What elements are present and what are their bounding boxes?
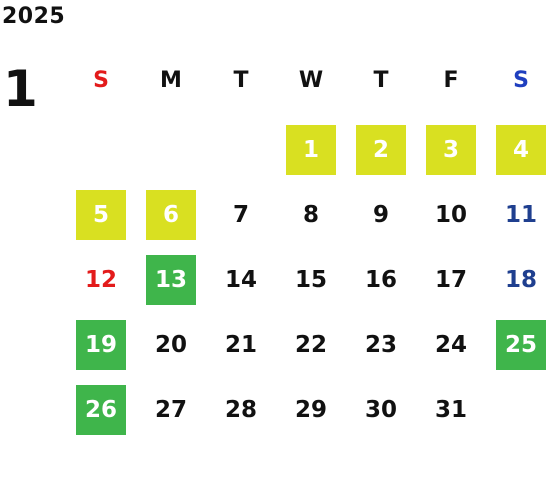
day-cell-28[interactable]: 28: [224, 397, 257, 423]
day-cell-5[interactable]: 5: [76, 190, 126, 240]
day-cell-24[interactable]: 24: [434, 332, 467, 358]
weekday-0: S: [93, 68, 109, 93]
day-cell-3[interactable]: 3: [426, 125, 476, 175]
weekday-3: W: [298, 68, 324, 93]
day-cell-12[interactable]: 12: [84, 267, 117, 293]
day-cell-2[interactable]: 2: [356, 125, 406, 175]
day-cell-23[interactable]: 23: [364, 332, 397, 358]
day-cell-9[interactable]: 9: [372, 202, 389, 228]
day-cell-27[interactable]: 27: [154, 397, 187, 423]
day-cell-15[interactable]: 15: [294, 267, 327, 293]
day-cell-13[interactable]: 13: [146, 255, 196, 305]
day-cell-8[interactable]: 8: [302, 202, 319, 228]
day-cell-26[interactable]: 26: [76, 385, 126, 435]
day-cell-18[interactable]: 18: [504, 267, 537, 293]
day-cell-29[interactable]: 29: [294, 397, 327, 423]
weekday-4: T: [373, 68, 389, 93]
year-label: 2025: [2, 4, 66, 29]
month-number: 1: [3, 60, 38, 118]
weekday-5: F: [443, 68, 459, 93]
day-cell-1[interactable]: 1: [286, 125, 336, 175]
day-cell-7[interactable]: 7: [232, 202, 249, 228]
day-cell-20[interactable]: 20: [154, 332, 187, 358]
day-cell-4[interactable]: 4: [496, 125, 546, 175]
day-cell-10[interactable]: 10: [434, 202, 467, 228]
day-cell-21[interactable]: 21: [224, 332, 257, 358]
day-cell-17[interactable]: 17: [434, 267, 467, 293]
weekday-2: T: [233, 68, 249, 93]
day-cell-11[interactable]: 11: [504, 202, 537, 228]
day-cell-31[interactable]: 31: [434, 397, 467, 423]
day-cell-16[interactable]: 16: [364, 267, 397, 293]
weekday-1: M: [160, 68, 182, 93]
weekday-6: S: [513, 68, 529, 93]
day-cell-14[interactable]: 14: [224, 267, 257, 293]
day-cell-30[interactable]: 30: [364, 397, 397, 423]
day-cell-6[interactable]: 6: [146, 190, 196, 240]
day-cell-25[interactable]: 25: [496, 320, 546, 370]
day-cell-22[interactable]: 22: [294, 332, 327, 358]
day-cell-19[interactable]: 19: [76, 320, 126, 370]
